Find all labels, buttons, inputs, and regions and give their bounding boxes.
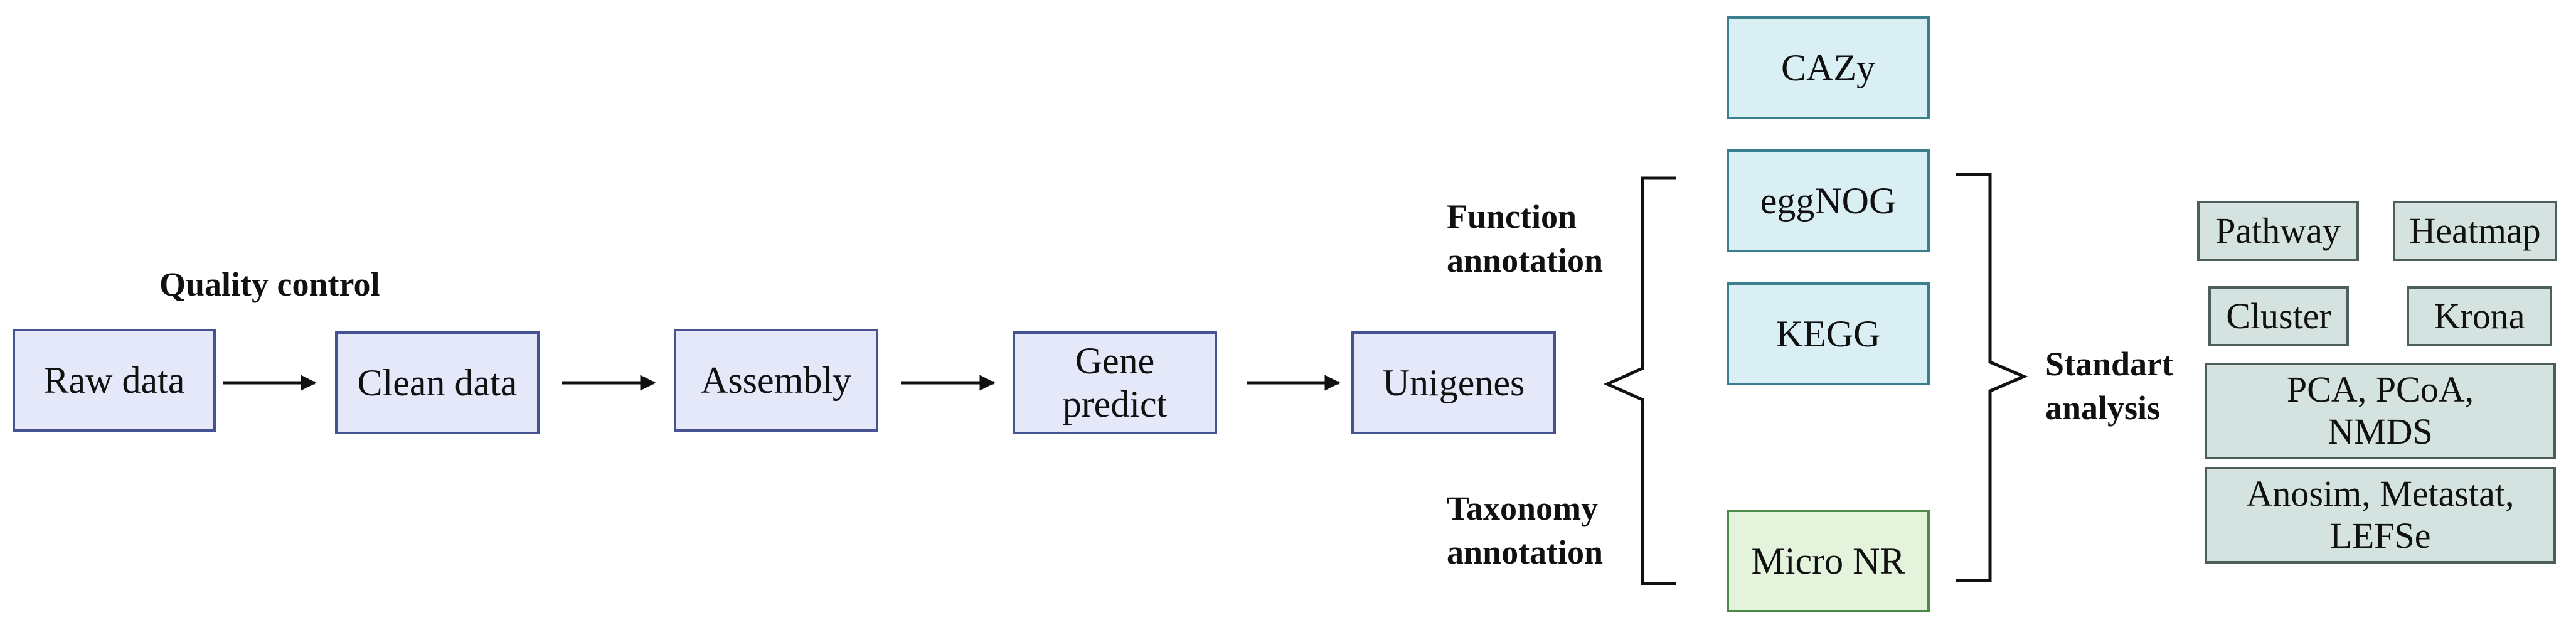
heatmap-box: Heatmap: [2393, 201, 2557, 261]
right-curly-brace: [1956, 173, 2028, 582]
taxonomy-annotation-label: Taxonomy annotation: [1447, 489, 1604, 572]
anosim-metastat-lefse-box: Anosim, Metastat, LEFSe: [2205, 467, 2556, 564]
clean-data-box: Clean data: [335, 331, 540, 434]
krona-box: Krona: [2407, 286, 2552, 346]
kegg-box: KEGG: [1727, 282, 1930, 385]
assembly-box: Assembly: [674, 329, 878, 432]
unigenes-box: Unigenes: [1351, 331, 1556, 434]
quality-control-label: Quality control: [159, 265, 380, 303]
gene-predict-box: Gene predict: [1013, 331, 1217, 434]
eggnog-box: eggNOG: [1727, 149, 1930, 252]
raw-data-box: Raw data: [13, 329, 216, 432]
micro-nr-box: Micro NR: [1727, 510, 1930, 612]
pca-pcoa-nmds-box: PCA, PCoA, NMDS: [2205, 363, 2556, 459]
left-curly-brace: [1603, 176, 1676, 585]
standart-analysis-label: Standart analysis: [2045, 345, 2174, 427]
cluster-box: Cluster: [2208, 286, 2349, 346]
function-annotation-label: Function annotation: [1447, 198, 1604, 280]
pathway-box: Pathway: [2197, 201, 2359, 261]
cazy-box: CAZy: [1727, 16, 1930, 119]
